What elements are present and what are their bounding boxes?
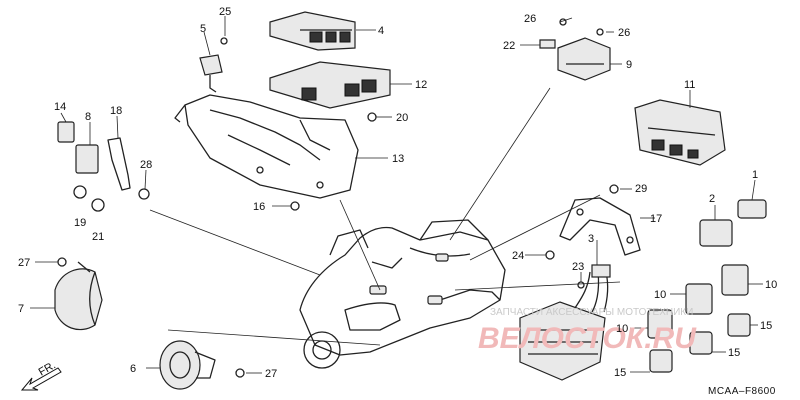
callout-1: 1: [752, 169, 758, 181]
callout-19: 19: [74, 217, 86, 229]
callout-17: 17: [650, 213, 662, 225]
callout-9: 9: [626, 59, 632, 71]
callout-23: 23: [572, 261, 584, 273]
callout-26-right: 26: [618, 27, 630, 39]
callout-15-b: 15: [728, 347, 740, 359]
small-relays-left[interactable]: [57, 121, 131, 212]
sensor-part-5[interactable]: [199, 54, 223, 93]
relay-group[interactable]: [647, 199, 767, 373]
callout-5: 5: [200, 23, 206, 35]
callout-10-c: 10: [616, 323, 628, 335]
callout-24: 24: [512, 250, 524, 262]
control-module[interactable]: [539, 37, 611, 81]
front-direction-arrow: FR.: [20, 359, 62, 391]
callout-18: 18: [110, 105, 122, 117]
callout-20: 20: [396, 112, 408, 124]
horn-left[interactable]: [54, 261, 103, 331]
callout-22: 22: [503, 40, 515, 52]
callout-26-upper: 26: [524, 13, 536, 25]
callout-11: 11: [684, 79, 695, 91]
ecu-upper[interactable]: [269, 11, 356, 51]
ecu-lower[interactable]: [269, 61, 391, 109]
callout-27-left: 27: [18, 257, 30, 269]
callout-13: 13: [392, 153, 404, 165]
callout-25: 25: [219, 6, 231, 18]
diagram-code: MCAA–F8600: [708, 386, 776, 397]
watermark: ЗАПЧАСТИ АКСЕССУАРЫ МОТОТЕХНИКИ ВЕЛОСТОК…: [478, 307, 697, 355]
callout-14: 14: [54, 101, 66, 113]
callout-7: 7: [18, 303, 24, 315]
main-control-unit[interactable]: [634, 99, 726, 166]
callout-4: 4: [378, 25, 384, 37]
leader-lines: [30, 16, 763, 374]
callout-10-a: 10: [654, 289, 666, 301]
part-callouts: 25 5 4 12 20 13 16 14 8 18 28 19 21 26 2…: [18, 6, 777, 380]
callout-29: 29: [635, 183, 647, 195]
callout-8: 8: [85, 111, 91, 123]
callout-6: 6: [130, 363, 136, 375]
callout-16: 16: [253, 201, 265, 213]
callout-27-bottom: 27: [265, 368, 277, 380]
motorcycle-outline: [299, 219, 506, 369]
horn-bottom[interactable]: [159, 340, 216, 390]
callout-10-b: 10: [765, 279, 777, 291]
callout-12: 12: [415, 79, 427, 91]
callout-15-a: 15: [760, 320, 772, 332]
mounting-bracket[interactable]: [174, 94, 359, 199]
regulator-rectifier[interactable]: [519, 264, 611, 381]
watermark-brand: ВЕЛОСТОК.RU: [478, 322, 697, 355]
watermark-text: ЗАПЧАСТИ АКСЕССУАРЫ МОТОТЕХНИКИ: [490, 307, 693, 318]
callout-3: 3: [588, 233, 594, 245]
side-bracket[interactable]: [559, 197, 641, 256]
callout-15-c: 15: [614, 367, 626, 379]
callout-28: 28: [140, 159, 152, 171]
callout-2: 2: [709, 193, 715, 205]
callout-21: 21: [92, 231, 104, 243]
